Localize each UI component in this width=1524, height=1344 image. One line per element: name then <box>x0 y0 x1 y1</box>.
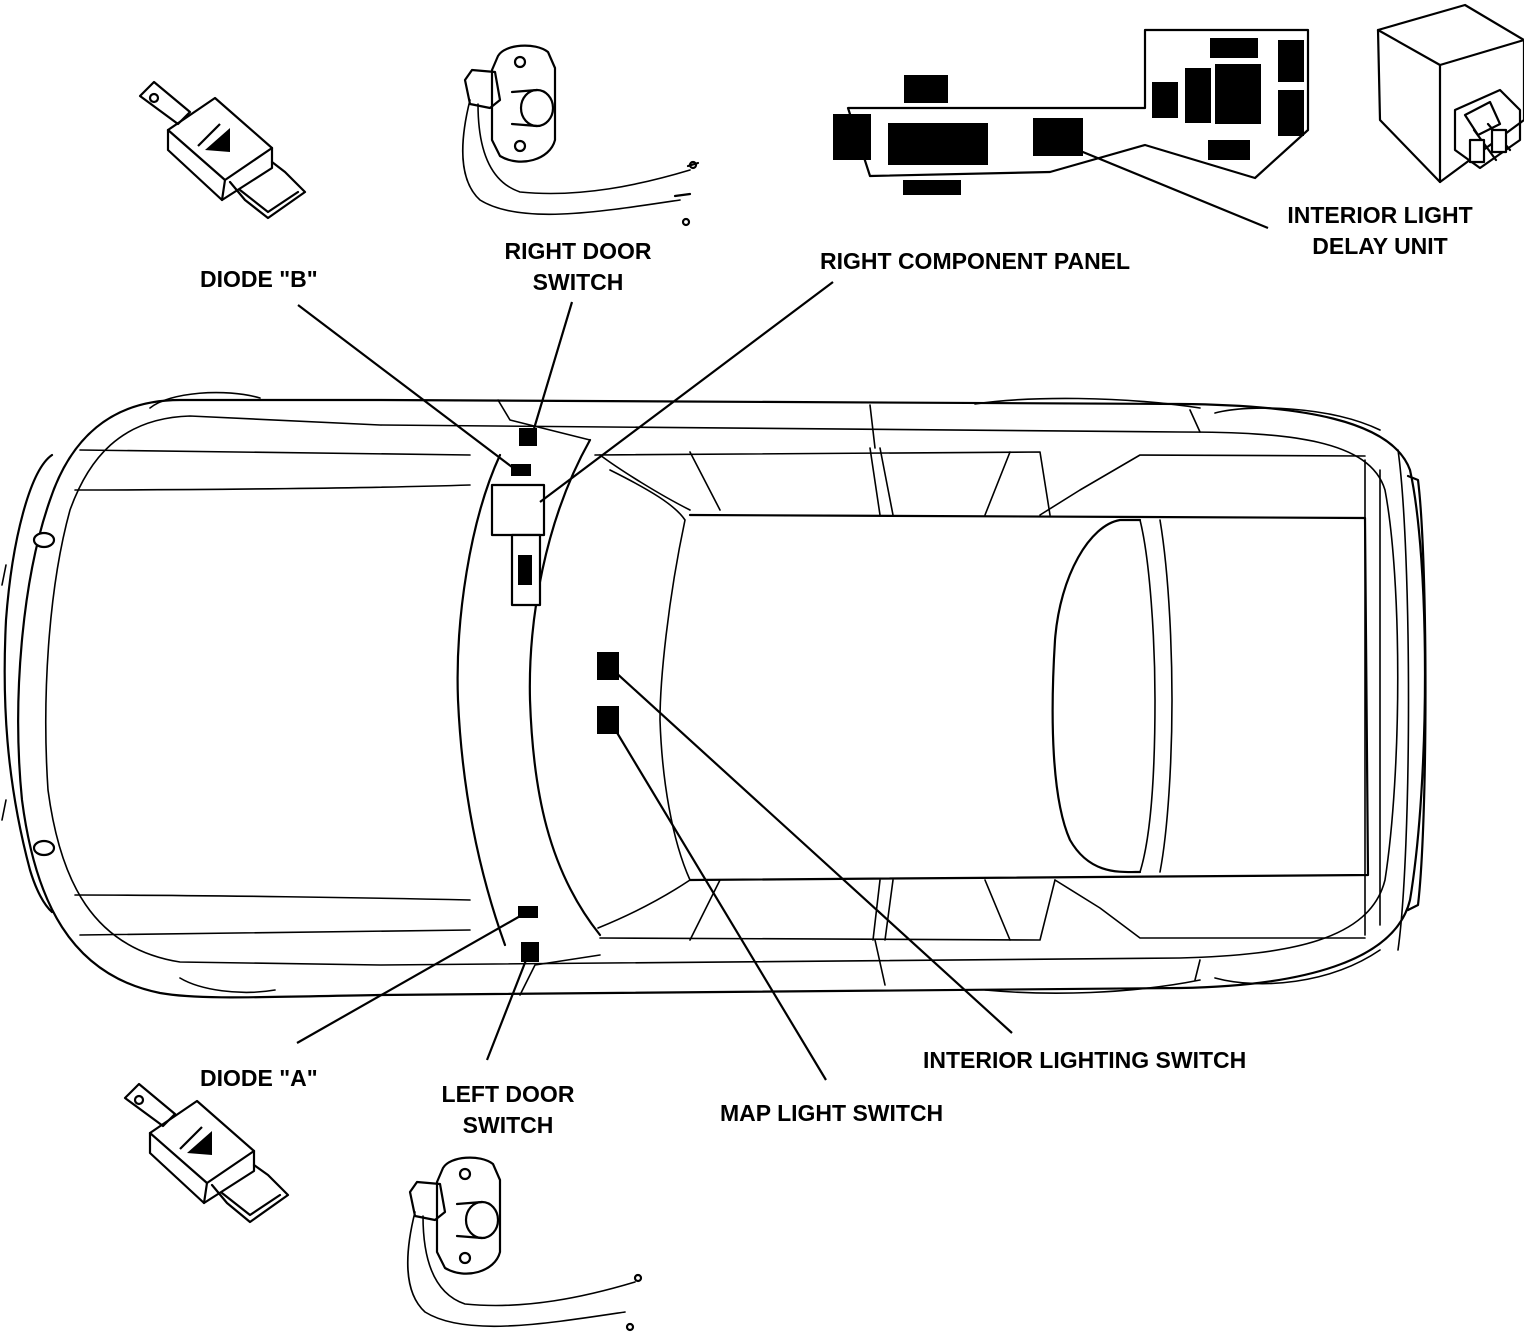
left-door-switch-marker <box>521 942 539 962</box>
right-door-switch-icon <box>462 44 700 227</box>
diode-a-label: DIODE "A" <box>200 1065 318 1091</box>
interior-lighting-switch-marker <box>597 652 619 680</box>
relay-icon <box>1376 3 1524 184</box>
diode-a-icon <box>123 1082 290 1224</box>
diode-a-marker <box>518 906 538 918</box>
diode-b-marker <box>511 464 531 476</box>
interior-light-delay-unit-label: INTERIOR LIGHT DELAY UNIT <box>1287 202 1473 259</box>
right-door-switch-marker <box>519 428 537 446</box>
interior-lighting-switch-label: INTERIOR LIGHTING SWITCH <box>923 1047 1247 1073</box>
left-door-switch-icon <box>407 1156 643 1332</box>
right-door-switch-label: RIGHT DOOR SWITCH <box>504 238 652 295</box>
left-door-switch-label: LEFT DOOR SWITCH <box>441 1081 575 1138</box>
car-top-view <box>1 391 1427 999</box>
map-light-switch-label: MAP LIGHT SWITCH <box>720 1100 944 1126</box>
right-component-panel-label: RIGHT COMPONENT PANEL <box>820 248 1131 274</box>
leader-lines <box>296 148 1269 1081</box>
diode-b-label: DIODE "B" <box>200 266 318 292</box>
component-panel-icon <box>833 28 1310 195</box>
diode-b-icon <box>138 80 307 220</box>
